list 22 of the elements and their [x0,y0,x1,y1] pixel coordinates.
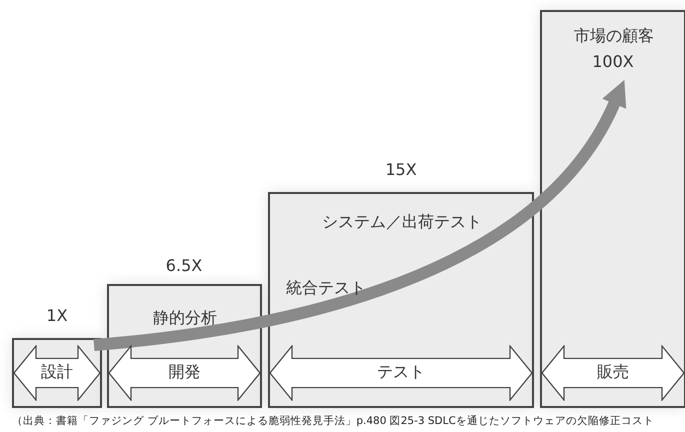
phase-banner [109,345,260,401]
stage-box [540,10,685,408]
arrow-label: 設計 [41,362,73,383]
caption: （出典：書籍「ファジング ブルートフォースによる脆弱性発見手法」p.480 図25-3 SDLCを通じたソフトウェアの欠陥修正コスト [12,414,654,428]
phase-banner [270,345,532,401]
arrow-label: 開発 [168,362,200,383]
box-heading: 市場の顧客 [574,26,654,47]
cost-label: 6.5X [166,256,202,275]
box-heading: 静的分析 [153,308,217,329]
curved-arrow [93,80,626,351]
phase-banner [542,345,684,401]
cost-label: 100X [592,52,634,76]
phase-banner [14,345,100,401]
stage-box [12,338,102,408]
box-text: 統合テスト [286,278,366,299]
cost-label: 1X [46,306,68,325]
box-heading: システム／出荷テスト [322,212,482,233]
cost-label: 15X [385,160,417,179]
arrow-label: 販売 [597,362,629,383]
stage-box [107,284,262,408]
stage-box [268,192,534,408]
arrow-label: テスト [377,362,425,383]
